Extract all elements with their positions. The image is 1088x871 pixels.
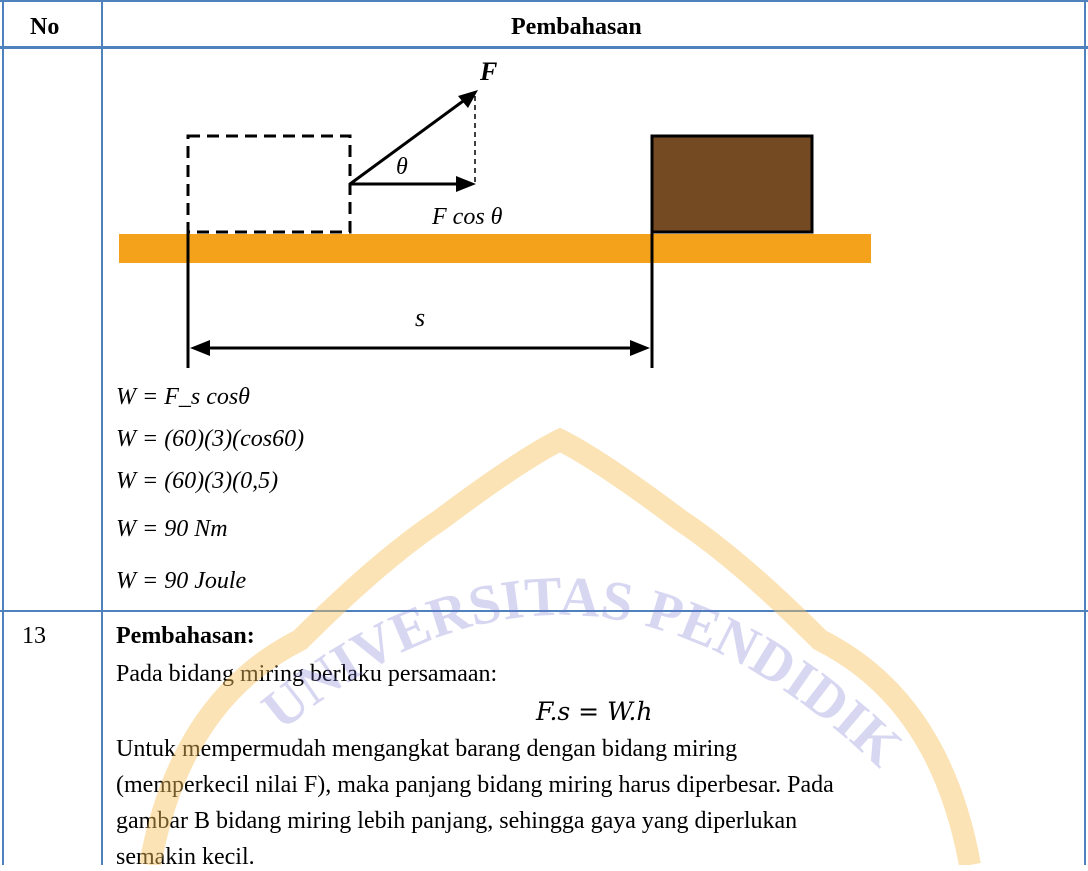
equation-5: W = 90 Joule bbox=[116, 568, 247, 594]
force-label: F bbox=[479, 57, 497, 86]
force-arrow bbox=[349, 94, 471, 186]
header-row bbox=[0, 0, 1088, 47]
table-right-border bbox=[1084, 0, 1086, 865]
header-no: No bbox=[30, 14, 60, 40]
formula: F.s = W.h bbox=[536, 697, 653, 726]
row-heading: Pembahasan: bbox=[116, 623, 255, 649]
paragraph-line-3: gambar B bidang miring lebih panjang, se… bbox=[116, 808, 798, 834]
component-label: F cos θ bbox=[431, 204, 503, 230]
ground-surface bbox=[119, 234, 871, 263]
force-arrowhead bbox=[458, 90, 478, 108]
equation-4: W = 90 Nm bbox=[116, 516, 228, 542]
distance-arrowhead-left bbox=[190, 340, 210, 356]
paragraph-line-4: semakin kecil. bbox=[116, 844, 255, 870]
row-number: 13 bbox=[22, 623, 46, 649]
equation-2: W = (60)(3)(cos60) bbox=[116, 426, 305, 452]
row-divider bbox=[0, 610, 1088, 612]
work-diagram: F θ F cos θ s bbox=[119, 57, 871, 368]
column-divider bbox=[101, 0, 103, 865]
distance-label: s bbox=[415, 303, 425, 332]
row-line-1: Pada bidang miring berlaku persamaan: bbox=[116, 661, 498, 687]
final-block bbox=[650, 134, 814, 234]
equation-3: W = (60)(3)(0,5) bbox=[116, 468, 279, 494]
header-bottom-border bbox=[0, 46, 1088, 49]
equation-1: W = F_s cosθ bbox=[116, 384, 250, 410]
paragraph-line-2: (memperkecil nilai F), maka panjang bida… bbox=[116, 772, 834, 798]
distance-arrowhead-right bbox=[630, 340, 650, 356]
header-pembahasan: Pembahasan bbox=[511, 14, 642, 40]
initial-position-box bbox=[186, 134, 352, 234]
component-label-text: F cos θ bbox=[431, 204, 503, 230]
paragraph-line-1: Untuk mempermudah mengangkat barang deng… bbox=[116, 736, 738, 762]
angle-label: θ bbox=[396, 154, 408, 180]
component-arrowhead bbox=[456, 176, 476, 192]
table-top-border bbox=[0, 0, 1088, 2]
table-left-border bbox=[2, 0, 4, 865]
